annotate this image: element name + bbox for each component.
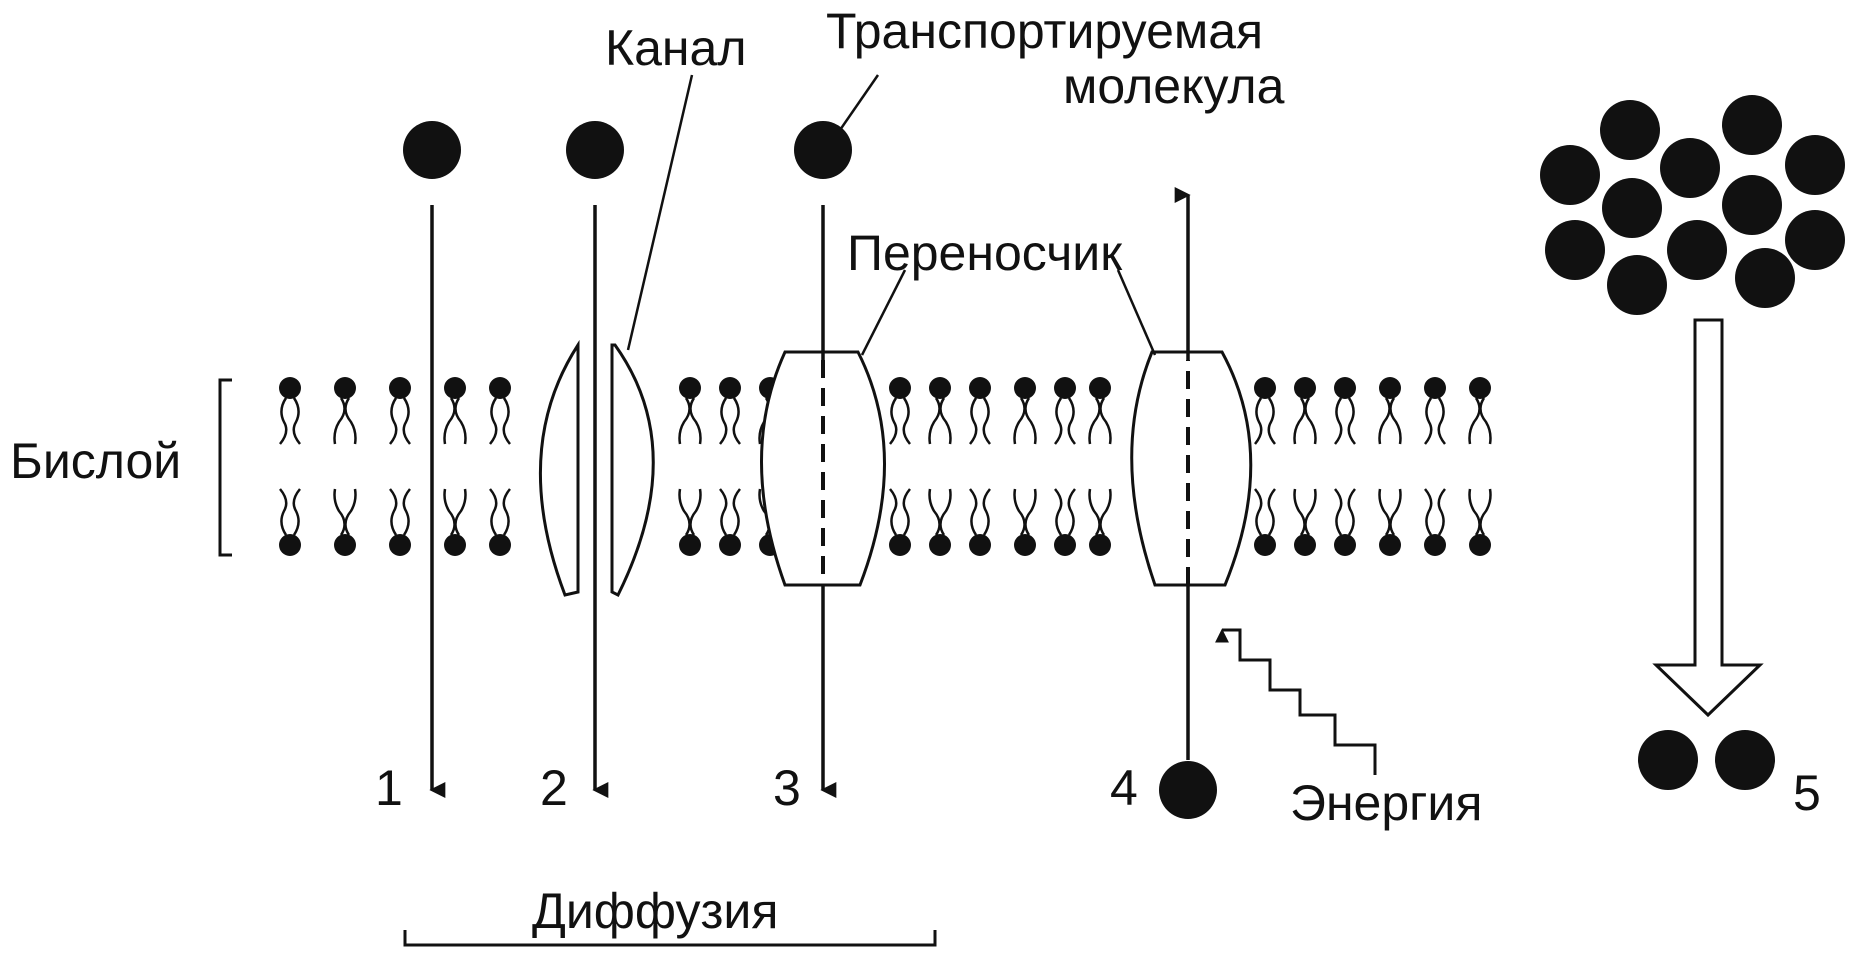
phospholipid	[489, 377, 511, 556]
label-2: 2	[540, 760, 568, 816]
phospholipid	[928, 377, 952, 556]
label-perenoschik: Переносчик	[847, 225, 1123, 281]
phospholipid	[1468, 377, 1492, 556]
label-1: 1	[375, 760, 403, 816]
phospholipid	[1424, 377, 1446, 556]
molecule-1	[403, 121, 461, 179]
label-transport-line1: Транспортируемая	[826, 3, 1263, 59]
phospholipid	[969, 377, 991, 556]
phospholipid	[1013, 377, 1037, 556]
phospholipid	[389, 377, 411, 556]
molecule-4	[1159, 761, 1217, 819]
label-4: 4	[1110, 760, 1138, 816]
carrier-protein-1	[760, 350, 886, 587]
channel-protein	[538, 339, 655, 598]
leader-transport	[838, 74, 880, 131]
phospholipid	[1293, 377, 1317, 556]
lipid-bilayer	[279, 377, 1492, 556]
label-kanal: Канал	[605, 20, 747, 76]
energy-arrow	[1215, 628, 1377, 775]
molecule-3	[794, 121, 852, 179]
carrier-protein-2	[1130, 350, 1253, 587]
phospholipid	[1378, 377, 1402, 556]
leader-perenoschik-1	[860, 269, 907, 356]
label-5: 5	[1793, 765, 1821, 821]
phospholipid	[1254, 377, 1276, 556]
phospholipid	[719, 377, 741, 556]
label-diffuziya: Диффузия	[532, 883, 778, 939]
phospholipid	[443, 377, 467, 556]
molecule-2	[566, 121, 624, 179]
phospholipid	[1088, 377, 1112, 556]
leader-kanal	[626, 74, 694, 351]
leader-perenoschik-2	[1116, 269, 1157, 356]
label-transport-line2: молекула	[1063, 58, 1285, 114]
phospholipid	[1334, 377, 1356, 556]
phospholipid	[1054, 377, 1076, 556]
phospholipid	[279, 377, 301, 556]
hollow-arrow	[1652, 318, 1764, 718]
molecule-5a	[1638, 730, 1698, 790]
label-bisloi: Бислой	[10, 433, 181, 489]
label-energiya: Энергия	[1290, 775, 1482, 831]
molecule-5b	[1715, 730, 1775, 790]
phospholipid	[678, 377, 702, 556]
phospholipid	[333, 377, 357, 556]
diffusion-bracket	[403, 930, 937, 947]
phospholipid	[889, 377, 911, 556]
bilayer-bracket	[218, 378, 232, 557]
label-3: 3	[773, 760, 801, 816]
molecule-cluster	[1540, 95, 1845, 315]
